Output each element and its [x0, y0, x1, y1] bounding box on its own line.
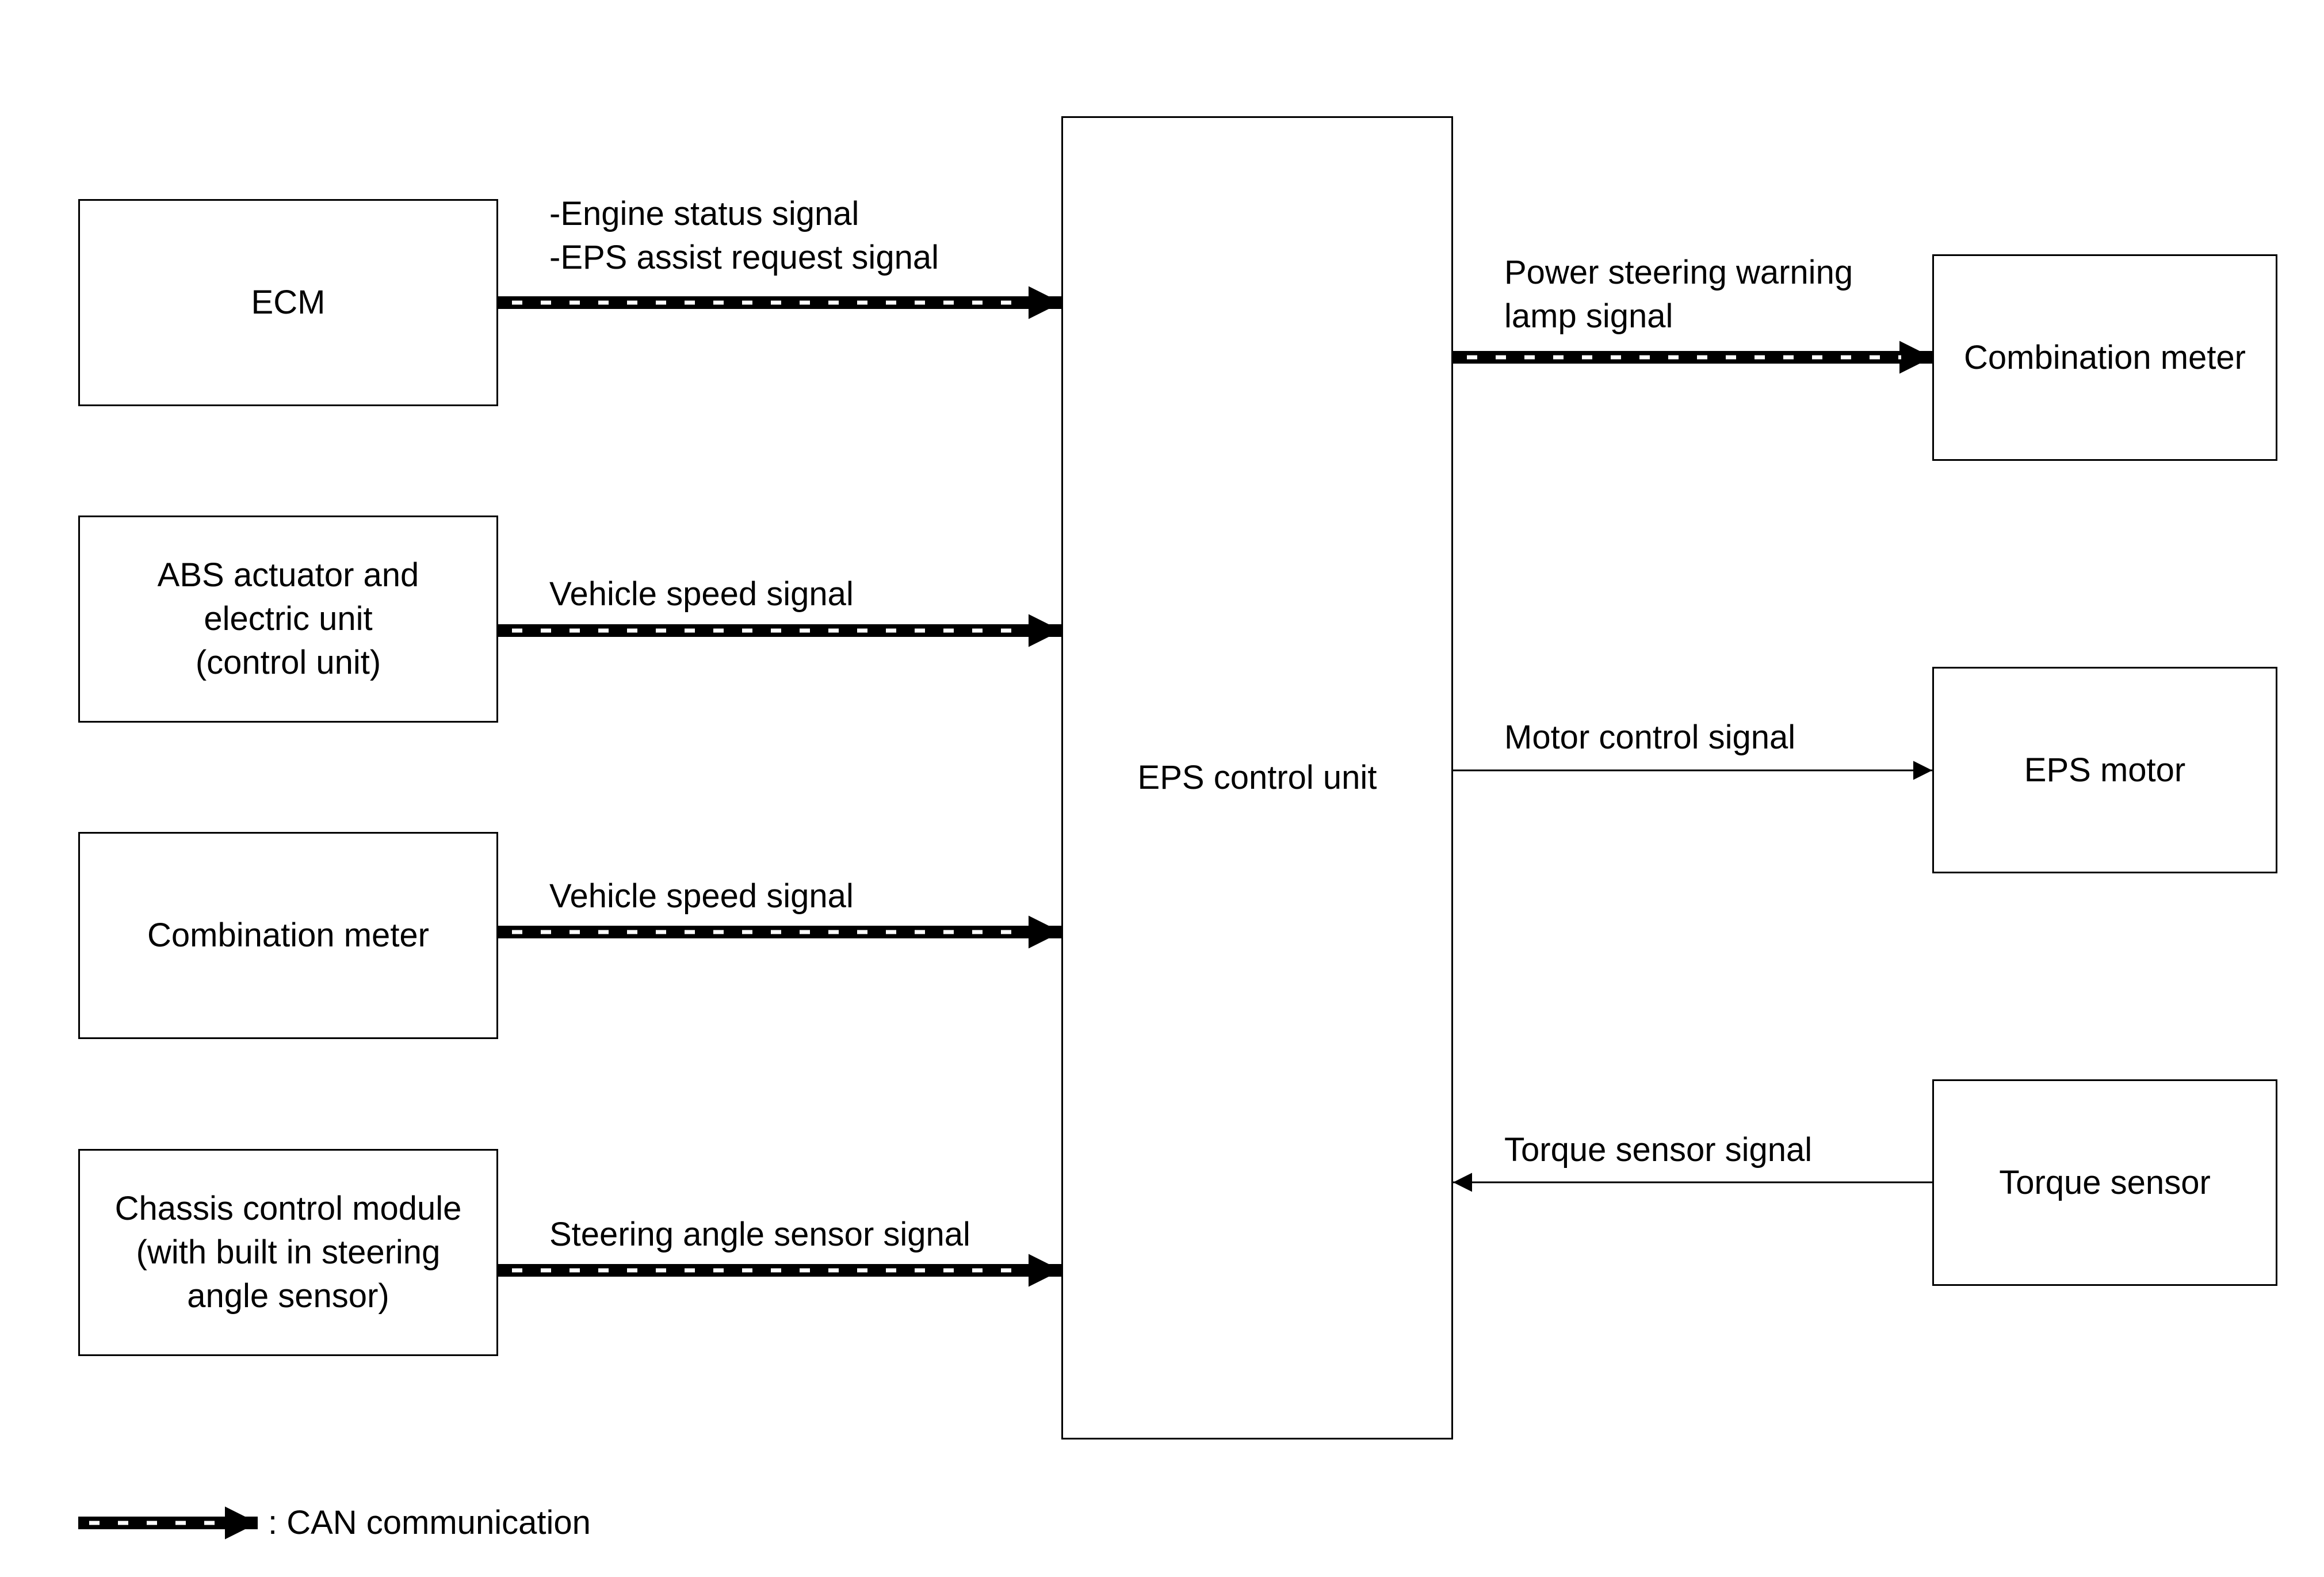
eps-control-unit-label: EPS control unit — [1137, 759, 1377, 796]
chassis-control-module-box: Chassis control module (with built in st… — [78, 1149, 498, 1356]
abs-actuator-box: ABS actuator and electric unit (control … — [78, 516, 498, 723]
eps-control-unit-box: EPS control unit — [1061, 116, 1453, 1439]
combination-meter-right-label: Combination meter — [1964, 338, 2246, 376]
combination-meter-left-signal-label: Vehicle speed signal — [549, 877, 854, 915]
warning-lamp-signal-label: Power steering warning lamp signal — [1504, 254, 1853, 335]
abs-actuator-label: ABS actuator and electric unit (control … — [157, 556, 419, 681]
eps-motor-label: EPS motor — [2024, 751, 2186, 789]
torque-sensor-signal-label: Torque sensor signal — [1504, 1131, 1813, 1169]
motor-control-signal-label: Motor control signal — [1504, 719, 1796, 756]
eps-motor-box: EPS motor — [1932, 667, 2277, 873]
chassis-control-module-label: Chassis control module (with built in st… — [114, 1190, 462, 1315]
torque-sensor-box: Torque sensor — [1932, 1079, 2277, 1286]
combination-meter-left-box: Combination meter — [78, 832, 498, 1039]
abs-signal-label: Vehicle speed signal — [549, 575, 854, 613]
legend-label: : CAN communication — [268, 1504, 591, 1541]
ecm-label: ECM — [251, 284, 326, 321]
ecm-box: ECM — [78, 199, 498, 406]
chassis-signal-label: Steering angle sensor signal — [549, 1216, 970, 1253]
combination-meter-left-label: Combination meter — [147, 917, 429, 954]
torque-sensor-label: Torque sensor — [1999, 1163, 2211, 1201]
ecm-signal-label: -Engine status signal -EPS assist reques… — [549, 195, 939, 276]
combination-meter-right-box: Combination meter — [1932, 254, 2277, 461]
